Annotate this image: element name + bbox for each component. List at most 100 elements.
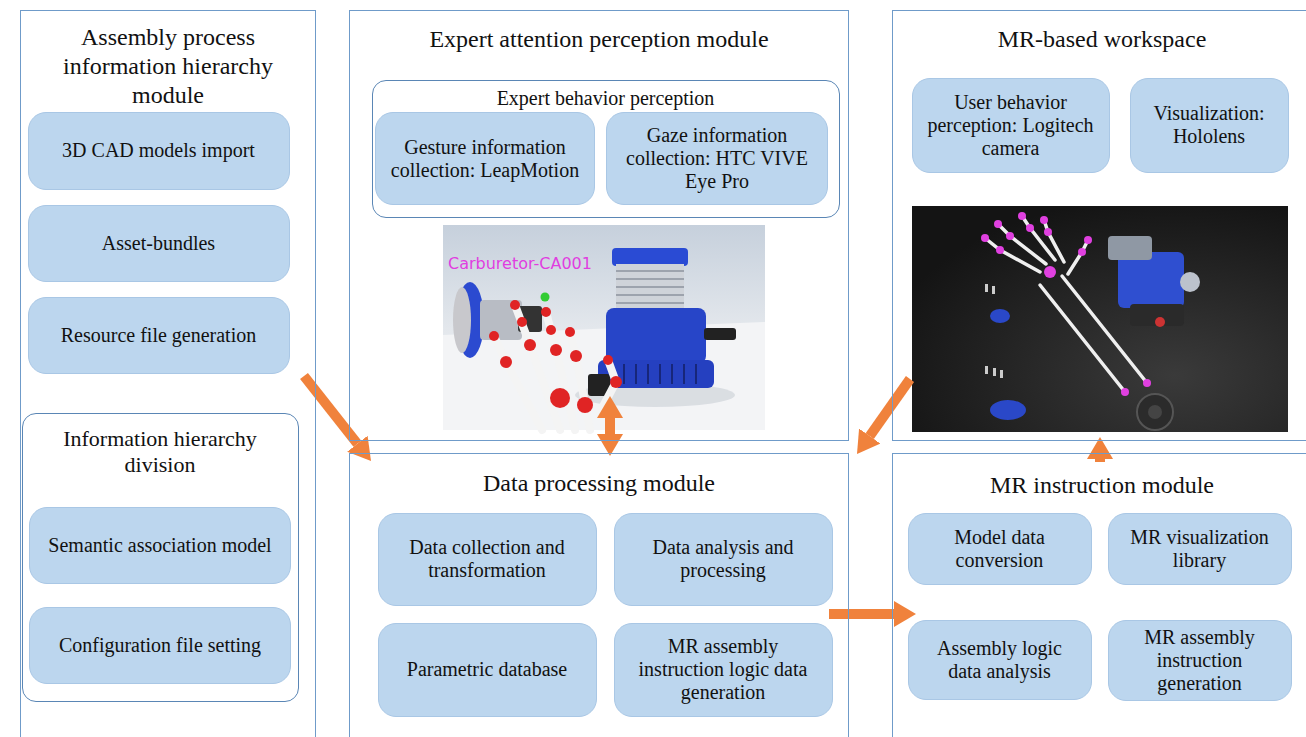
illustration-part [616,286,684,288]
box-label: Data analysis and processing [625,536,822,582]
illustration-part [494,305,616,430]
illustration-part [1130,304,1184,326]
illustration-part [695,364,697,384]
process-box: Model data conversion [908,513,1092,585]
illustration-part [1062,276,1147,383]
illustration-part [570,350,582,362]
illustration-part [603,355,613,365]
illustration-part [1040,216,1048,224]
illustration-part [616,278,684,280]
process-box: Semantic association model [29,507,291,584]
illustration-part [510,300,520,310]
box-label: Model data conversion [919,526,1081,572]
flow-arrow [605,418,615,434]
box-label: Data collection and transformation [389,536,586,582]
illustration-part [606,308,706,364]
flow-arrow [1095,459,1105,462]
illustration-part [985,284,988,292]
illustration-part [1078,248,1086,256]
illustration-part [998,224,1046,264]
illustration-part [494,336,542,430]
illustration-part [453,287,471,353]
illustration-part [612,248,688,266]
mr-workspace-photo [912,206,1288,432]
illustration-part [1026,224,1034,232]
process-box: Data collection and transformation [378,513,597,606]
module-panel: MR instruction moduleModel data conversi… [892,453,1306,737]
illustration-part [1044,220,1064,262]
box-label: Assembly logic data analysis [919,637,1081,683]
process-box: 3D CAD models import [28,112,290,190]
illustration-part [546,312,575,430]
illustration-part [515,305,560,430]
box-label: MR assembly instruction logic data gener… [625,635,822,704]
illustration-part [659,364,661,384]
illustration-part [616,264,684,310]
process-box: Gesture information collection: LeapMoti… [375,112,595,205]
process-box: Data analysis and processing [614,513,833,606]
illustration-part [671,364,673,384]
module-title: Data processing module [350,469,848,498]
illustration-part [704,328,736,340]
illustration-part [550,388,570,408]
illustration-part [524,339,536,351]
illustration-part [489,331,499,341]
module-title: MR instruction module [893,471,1306,500]
process-box: Parametric database [378,623,597,717]
illustration-part [550,344,562,356]
illustration-part [1143,379,1151,387]
illustration-part [1000,370,1003,378]
group-frame: Expert behavior perceptionGesture inform… [372,80,840,218]
illustration-part [1044,228,1052,236]
process-box: Assembly logic data analysis [908,620,1092,700]
flow-arrow [870,379,910,436]
illustration-part [443,225,765,430]
process-box: User behavior perception: Logitech camer… [912,78,1110,173]
illustration-part [647,364,649,384]
illustration-part [985,216,1147,392]
illustration-part [683,364,685,384]
module-panel: Expert attention perception moduleExpert… [349,10,849,441]
illustration-part [990,400,1026,420]
illustration-part [993,368,996,376]
box-label: Gesture information collection: LeapMoti… [386,136,584,182]
illustration-part [517,317,527,327]
part-name: Carburetor-CA001 [448,254,592,273]
box-label: Gaze information collection: HTC VIVE Ey… [617,124,817,193]
illustration-part [443,322,765,430]
illustration-part [610,376,622,388]
illustration-part [996,246,1004,254]
illustration-part [577,397,593,413]
module-panel: Assembly process information hierarchy m… [20,10,316,737]
process-box: Gaze information collection: HTC VIVE Ey… [606,112,828,205]
process-box: MR visualization library [1108,513,1292,585]
illustration-part [1118,252,1184,308]
process-box: MR assembly instruction generation [1108,620,1292,701]
illustration-part [1006,232,1014,240]
illustration-part [992,286,995,294]
box-label: 3D CAD models import [62,139,255,162]
group-frame: Information hierarchy divisionSemantic a… [22,413,299,702]
box-label: Semantic association model [48,534,271,557]
box-label: User behavior perception: Logitech camer… [923,91,1099,160]
module-panel: MR-based workspaceUser behavior percepti… [892,10,1306,441]
group-title: Expert behavior perception [373,86,839,110]
illustration-part [612,364,696,384]
illustration-part [1180,272,1200,292]
module-title: Assembly process information hierarchy m… [21,23,315,109]
illustration-part [489,300,622,413]
illustration-part [565,327,575,337]
illustration-part [616,270,684,272]
process-box: MR assembly instruction logic data gener… [614,623,833,717]
illustration-part [1108,236,1152,260]
illustration-part [985,284,1003,378]
illustration-part [912,206,1288,432]
module-title: MR-based workspace [893,25,1306,54]
box-label: Asset-bundles [102,232,215,255]
illustration-part [990,309,1010,323]
box-label: Resource file generation [61,324,256,347]
process-box: Configuration file setting [29,607,291,684]
illustration-part [981,212,1151,396]
illustration-part [616,271,684,303]
